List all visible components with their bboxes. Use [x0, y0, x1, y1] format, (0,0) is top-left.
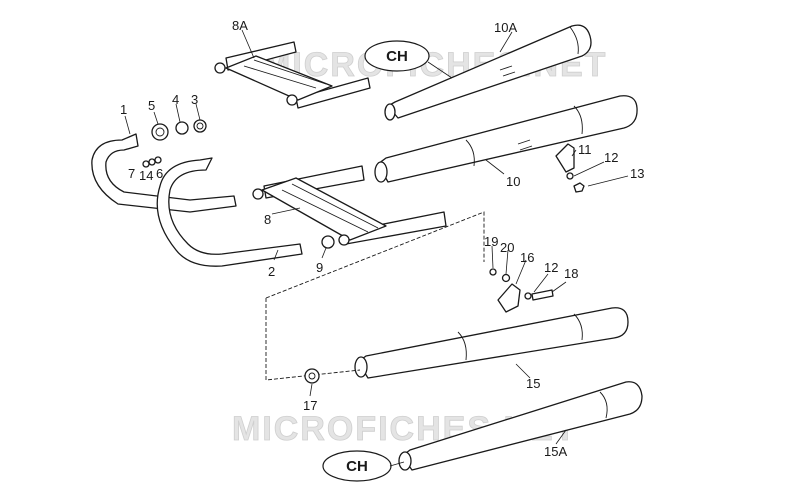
muffler-15a [398, 381, 643, 471]
muffler-10 [374, 95, 638, 183]
flange-5 [151, 123, 169, 141]
label-4: 4 [172, 92, 179, 107]
label-11: 11 [578, 142, 592, 157]
washer-14 [148, 158, 156, 166]
label-9: 9 [316, 260, 323, 275]
crossover-pipe-8a [214, 41, 371, 109]
bolt-18 [531, 289, 554, 301]
washer-12-upper [566, 172, 574, 180]
muffler-15 [354, 307, 629, 379]
ch-badge-bottom: CH [322, 450, 392, 482]
label-2: 2 [268, 264, 275, 279]
label-10: 10 [506, 174, 520, 189]
head-pipe-2 [156, 157, 303, 267]
label-3: 3 [191, 92, 198, 107]
washer-20 [501, 273, 511, 283]
gasket-3 [193, 119, 207, 133]
stud-6 [154, 156, 162, 164]
label-14: 14 [139, 168, 153, 183]
label-15a: 15A [544, 444, 567, 459]
bracket-11 [555, 143, 575, 173]
nut-13 [573, 182, 585, 193]
label-15: 15 [526, 376, 540, 391]
label-7: 7 [128, 166, 135, 181]
label-17: 17 [303, 398, 317, 413]
clamp-17 [304, 368, 320, 384]
label-12-lower: 12 [544, 260, 558, 275]
label-6: 6 [156, 166, 163, 181]
muffler-10a [384, 24, 592, 121]
bracket-16 [497, 283, 521, 313]
ch-badge-top: CH [364, 40, 430, 72]
crossover-pipe-8 [252, 165, 447, 246]
alignment-lines [265, 211, 485, 381]
label-18: 18 [564, 266, 578, 281]
washer-12-lower [524, 292, 532, 300]
label-19: 19 [484, 234, 498, 249]
nut-19 [489, 268, 497, 276]
svg-text:CH: CH [386, 48, 408, 65]
label-16: 16 [520, 250, 534, 265]
label-12-upper: 12 [604, 150, 618, 165]
label-8a: 8A [232, 18, 248, 33]
label-20: 20 [500, 240, 514, 255]
nut-7 [142, 160, 150, 168]
label-5: 5 [148, 98, 155, 113]
ring-4 [175, 121, 189, 135]
label-13: 13 [630, 166, 644, 181]
svg-text:CH: CH [346, 458, 368, 475]
part-labels: 1 5 4 3 7 14 6 8A 10A 11 12 13 10 8 2 9 … [120, 18, 644, 459]
label-8: 8 [264, 212, 271, 227]
label-1: 1 [120, 102, 127, 117]
label-10a: 10A [494, 20, 517, 35]
leader-lines [124, 29, 629, 445]
clamp-9 [321, 235, 335, 249]
head-pipe-1 [91, 133, 237, 213]
